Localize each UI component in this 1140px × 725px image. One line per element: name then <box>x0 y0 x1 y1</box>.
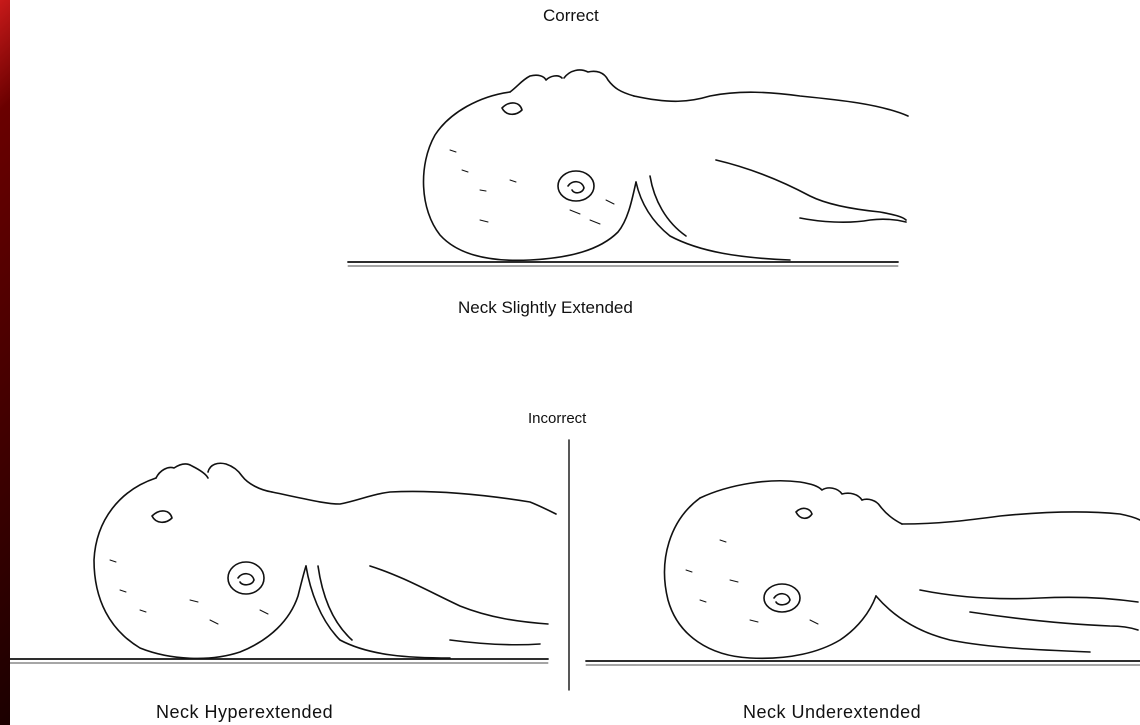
back-line <box>636 182 790 260</box>
head-outline <box>665 498 876 658</box>
body-top <box>902 512 1140 524</box>
shading <box>450 150 614 224</box>
eye <box>152 511 172 522</box>
face-profile <box>156 464 208 478</box>
shading <box>110 560 268 624</box>
correct-heading: Correct <box>543 6 599 26</box>
nose-mouth <box>208 463 272 492</box>
arm-lower <box>970 612 1138 630</box>
ear <box>764 584 800 612</box>
infant-hyperextended-drawing <box>10 463 556 663</box>
infant-position-illustration <box>10 0 1140 725</box>
neck-fold <box>318 566 352 640</box>
eye <box>796 508 812 518</box>
arm-upper <box>920 590 1138 602</box>
ear-inner <box>238 574 254 585</box>
head-outline <box>424 92 636 260</box>
arm-upper <box>370 566 548 624</box>
ear <box>228 562 264 594</box>
back-line <box>306 566 450 658</box>
ear-inner <box>568 182 584 193</box>
infant-correct-drawing <box>348 70 908 266</box>
body-top <box>272 491 556 514</box>
ear-inner <box>774 594 790 605</box>
eye <box>502 103 522 114</box>
incorrect-heading: Incorrect <box>528 410 586 427</box>
infant-underextended-drawing <box>586 481 1140 665</box>
shading <box>686 540 818 624</box>
head-outline <box>94 478 306 658</box>
positioning-figure: Correct Neck Slightly Extended Incorrect… <box>10 0 1140 725</box>
back-line <box>876 596 1090 652</box>
face-profile <box>510 75 562 92</box>
correct-caption: Neck Slightly Extended <box>458 298 633 318</box>
ear <box>558 171 594 201</box>
hyperextended-caption: Neck Hyperextended <box>156 702 333 723</box>
face-profile <box>700 481 862 500</box>
neck-fold <box>650 176 686 236</box>
body-top <box>634 92 908 116</box>
arm-lower <box>800 218 906 222</box>
arm-lower <box>450 640 540 645</box>
nose-mouth <box>862 499 902 524</box>
underextended-caption: Neck Underextended <box>743 702 921 723</box>
nose-mouth <box>564 70 634 96</box>
arm-upper <box>716 160 906 220</box>
